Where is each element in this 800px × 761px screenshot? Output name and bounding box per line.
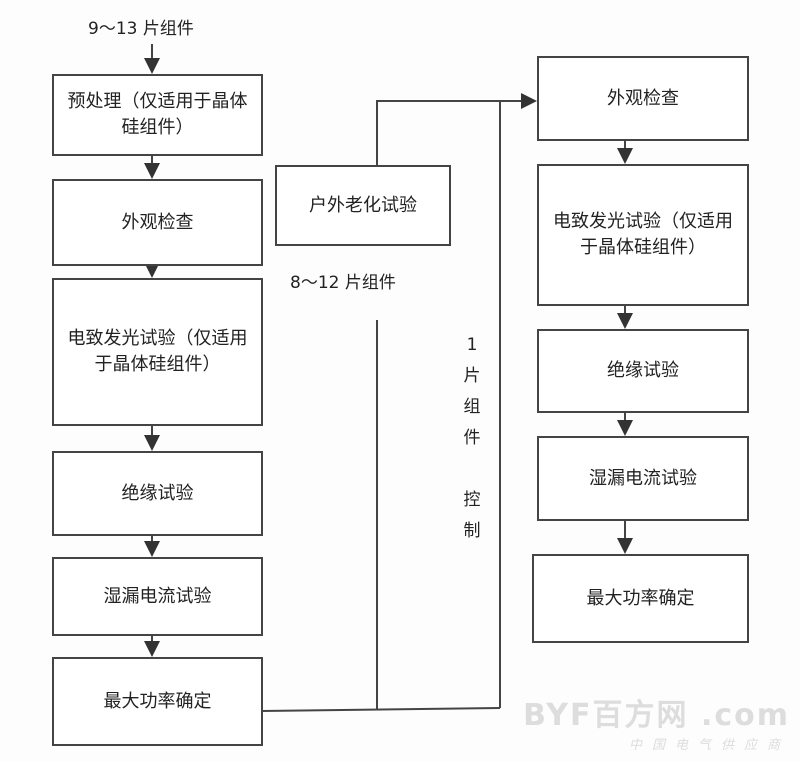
step-insulation: 绝缘试验 xyxy=(52,451,263,536)
step-preprocess: 预处理（仅适用于晶体硅组件） xyxy=(52,74,263,156)
control-char: 组 xyxy=(463,397,481,417)
control-char: 件 xyxy=(463,428,481,448)
step-outdoor-aging: 户外老化试验 xyxy=(275,165,451,246)
control-char: 控 xyxy=(463,490,481,510)
right-step-max-power: 最大功率确定 xyxy=(532,554,749,643)
step-el: 电致发光试验（仅适用于晶体硅组件） xyxy=(52,278,263,426)
control-char: 片 xyxy=(463,366,481,386)
to-right-arrow xyxy=(376,93,537,165)
right-step-el: 电致发光试验（仅适用于晶体硅组件） xyxy=(537,164,749,306)
aging-count-label: 8～12 片组件 xyxy=(290,273,396,293)
right-step-wet-leakage: 湿漏电流试验 xyxy=(537,436,749,521)
input-label: 9～13 片组件 xyxy=(88,19,194,39)
watermark-sub: 中国电气供应商 xyxy=(628,738,790,753)
right-step-insulation: 绝缘试验 xyxy=(537,329,749,413)
step-max-power: 最大功率确定 xyxy=(52,657,263,746)
control-char: 制 xyxy=(463,521,481,541)
watermark-logo: BYF百方网 .com xyxy=(523,698,790,733)
bottom-line xyxy=(261,707,501,712)
watermark: BYF百方网 .com 中国电气供应商 xyxy=(523,690,790,753)
control-char: 1 xyxy=(466,335,478,355)
step-visual: 外观检查 xyxy=(52,179,263,266)
right-step-visual: 外观检查 xyxy=(537,56,749,141)
step-wet-leakage: 湿漏电流试验 xyxy=(52,557,263,636)
